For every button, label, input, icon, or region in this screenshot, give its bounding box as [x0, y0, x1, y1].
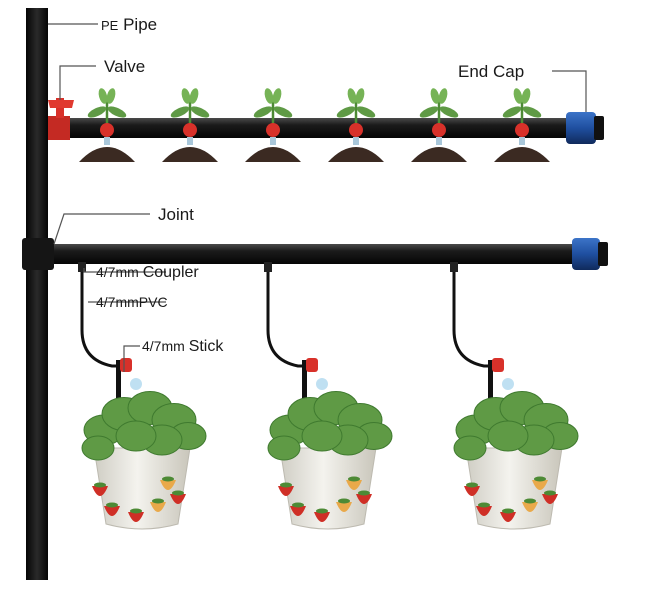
- pvc-tube: [266, 262, 312, 368]
- end-cap-top-icon: [566, 112, 604, 144]
- seedling-5: [411, 88, 467, 162]
- seedling-3: [245, 88, 301, 162]
- pvc-tube: [80, 262, 126, 368]
- hanging-pot-3: [450, 262, 579, 530]
- seedling-4: [328, 88, 384, 162]
- dripper-icon: [266, 123, 280, 137]
- label-joint: Joint: [158, 205, 194, 224]
- valve-icon: [48, 98, 74, 140]
- label-end-cap: End Cap: [458, 62, 525, 81]
- dripper-icon: [515, 123, 529, 137]
- top-pipe: [52, 118, 592, 138]
- stick-dripper-icon: [306, 358, 318, 372]
- stick: [302, 360, 307, 410]
- stick-dripper-icon: [120, 358, 132, 372]
- hanging-pot-1: [78, 262, 207, 530]
- label-pe-pipe: PE Pipe: [101, 15, 157, 35]
- seedlings-row: [79, 88, 550, 162]
- leader-lines: [48, 23, 587, 372]
- seedling-2: [162, 88, 218, 162]
- hanging-pot-2: [264, 262, 393, 530]
- leader-stick: [123, 345, 140, 372]
- dripper-icon: [100, 123, 114, 137]
- label-valve: Valve: [104, 57, 146, 76]
- label-stick-size: 4/7mm: [142, 338, 185, 354]
- bottom-pipe: [48, 244, 596, 264]
- leader-end-cap: [552, 70, 587, 112]
- end-cap-bottom-icon: [572, 238, 608, 270]
- label-stick-word: Stick: [188, 338, 224, 355]
- stick: [116, 360, 121, 410]
- joint-icon: [22, 238, 54, 270]
- stick-dripper-icon: [492, 358, 504, 372]
- label-coupler: 4/7mm Coupler: [96, 264, 199, 282]
- label-pipe-word: Pipe: [123, 15, 158, 34]
- leader-joint: [53, 213, 150, 245]
- dripper-icon: [349, 123, 363, 137]
- dripper-icon: [432, 123, 446, 137]
- label-coupler-word: Coupler: [142, 264, 199, 281]
- stick: [488, 360, 493, 410]
- leader-coupler: [83, 268, 166, 273]
- seedling-6: [494, 88, 550, 162]
- hanging-pots: [78, 262, 579, 530]
- label-stick: 4/7mm Stick: [142, 338, 223, 356]
- label-pvc: 4/7mmPVC: [96, 294, 168, 310]
- label-pe-prefix: PE: [101, 18, 119, 33]
- vertical-pe-pipe: [26, 8, 48, 580]
- label-coupler-size: 4/7mm: [96, 264, 139, 280]
- seedling-1: [79, 88, 135, 162]
- leader-valve: [59, 65, 96, 100]
- dripper-icon: [183, 123, 197, 137]
- pvc-tube: [452, 262, 498, 368]
